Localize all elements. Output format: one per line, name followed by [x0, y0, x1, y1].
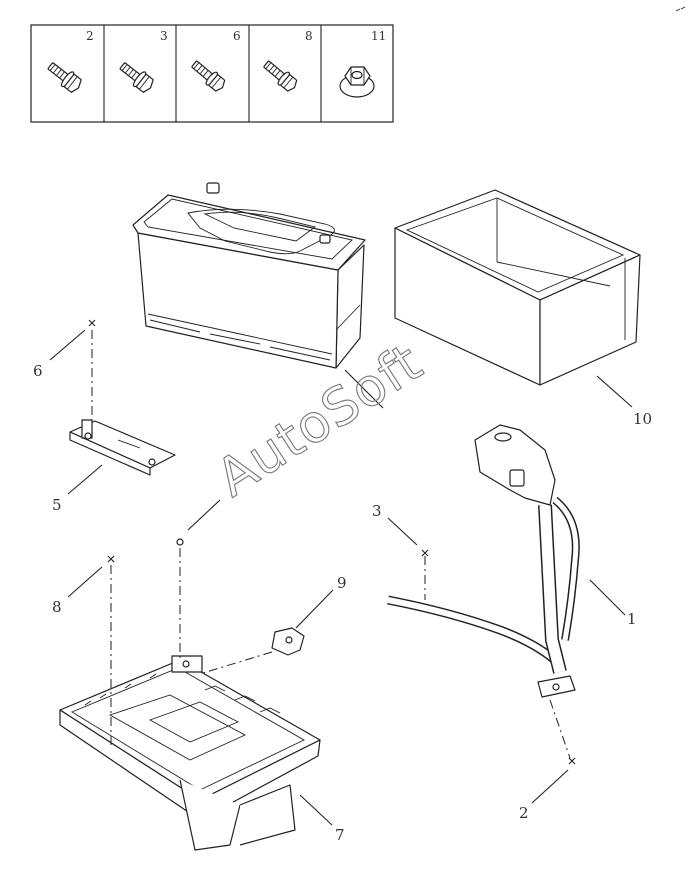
leader-11: [187, 499, 221, 531]
bolt-with-washer-icon: [47, 62, 82, 93]
battery-base-tray: [59, 655, 321, 851]
callout-10: 10: [633, 410, 652, 428]
fastener-cell-number: 11: [371, 29, 386, 43]
bolt-8-marker: [107, 555, 115, 563]
bolt-icon: [191, 60, 226, 92]
leader-7: [299, 794, 333, 826]
leader-3: [387, 517, 418, 546]
battery-cable: [387, 424, 580, 698]
bolt-2-axis: [549, 699, 571, 759]
callout-6: 6: [33, 362, 43, 380]
callout-3: 3: [372, 502, 382, 520]
fastener-cell-number: 3: [160, 29, 168, 43]
leader-6: [49, 329, 86, 361]
callout-2: 2: [519, 804, 529, 822]
callout-9: 9: [337, 574, 347, 592]
leader-5: [67, 464, 103, 495]
corner-mark: [675, 6, 686, 12]
callout-1: 1: [627, 610, 637, 628]
callout-7: 7: [335, 826, 345, 844]
battery-hold-bracket: [69, 419, 176, 476]
callout-8: 8: [52, 598, 62, 616]
fastener-cell-number: 8: [305, 29, 313, 43]
bolt-2-marker: [568, 757, 576, 765]
battery-box: [394, 189, 641, 386]
bolt-6-marker: [88, 319, 96, 327]
bolt-icon: [263, 60, 298, 92]
fastener-cell-number: 6: [233, 29, 241, 43]
leader-9: [295, 589, 334, 629]
leader-4: [344, 369, 384, 409]
bolt-3-marker: [421, 549, 429, 557]
leader-1: [589, 579, 626, 616]
nut-11-marker: [176, 538, 184, 546]
cable-clip: [271, 627, 305, 656]
fastener-cell-number: 2: [86, 29, 94, 43]
fastener-table: 2 3 6 8 11: [30, 24, 394, 123]
leader-2: [531, 769, 569, 804]
bolt-with-washer-icon: [119, 62, 154, 93]
leader-10: [596, 375, 633, 408]
callout-5: 5: [52, 496, 62, 514]
battery: [132, 182, 366, 369]
leader-8: [67, 566, 103, 598]
hex-flange-nut-icon: [339, 66, 375, 98]
